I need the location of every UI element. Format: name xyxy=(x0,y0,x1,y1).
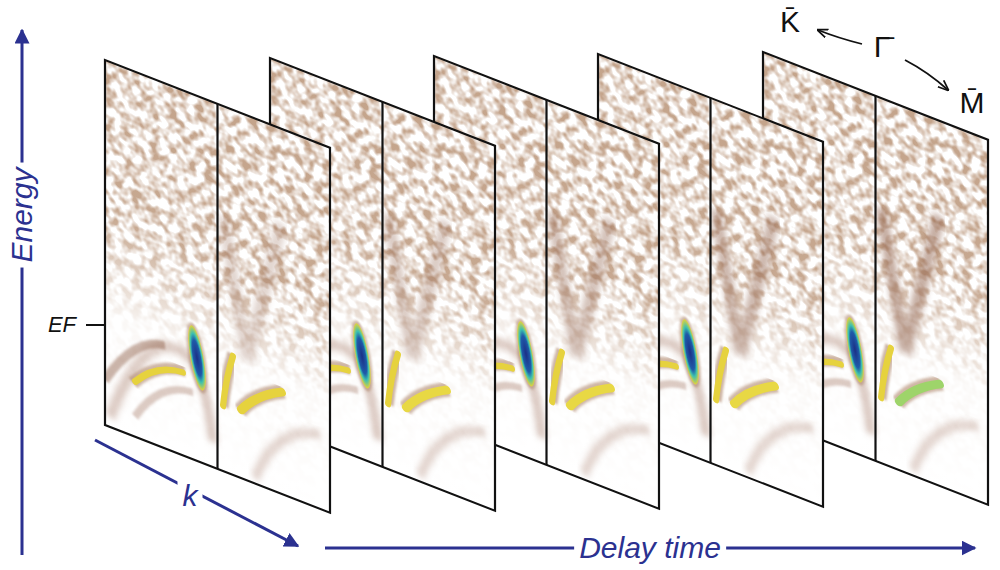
axis-label: Energy xyxy=(7,162,37,267)
symmetry-point-label: Γ̄ xyxy=(874,32,891,62)
symmetry-point-label: K̄ xyxy=(780,7,800,37)
k-axis xyxy=(95,440,298,546)
symmetry-point-label: M̄ xyxy=(960,88,985,118)
axis-label: k xyxy=(178,481,203,511)
energy-axis xyxy=(21,30,24,555)
direction-arrow xyxy=(818,30,862,44)
arpes-panel xyxy=(105,60,330,513)
axis-label: Delay time xyxy=(574,533,726,563)
fermi-tick xyxy=(86,324,104,326)
direction-arrow xyxy=(905,60,948,90)
fermi-level-label: EF xyxy=(48,314,76,336)
